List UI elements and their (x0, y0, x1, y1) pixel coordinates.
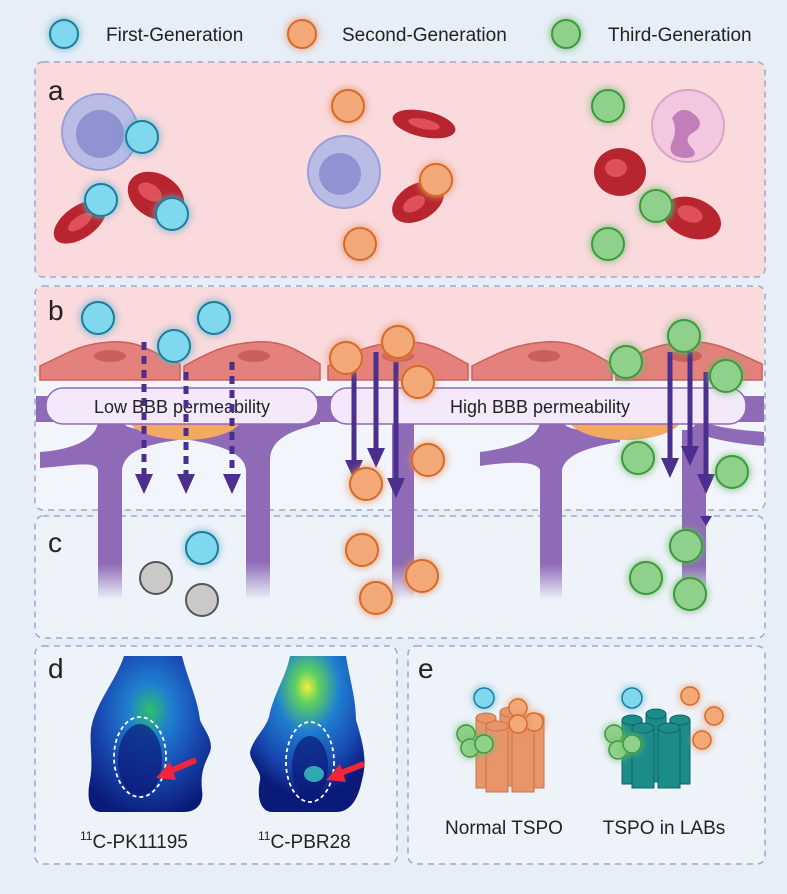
legend-third-label: Third-Generation (608, 25, 752, 46)
legend: First-Generation Second-Generation Third… (49, 19, 752, 49)
second-gen-ligand (359, 581, 393, 615)
first-gen-ligand (125, 120, 159, 154)
roi-outline (113, 716, 167, 798)
red-blood-cell (594, 148, 646, 196)
third-gen-ligand (622, 734, 642, 754)
first-gen-ligand (197, 301, 231, 335)
red-blood-cell (662, 196, 722, 240)
second-gen-ligand (508, 714, 528, 734)
high-permeability-label: High BBB permeability (450, 397, 630, 417)
first-gen-ligand (81, 301, 115, 335)
second-gen-ligand (405, 559, 439, 593)
third-gen-ligand (629, 561, 663, 595)
panel-a-label: a (48, 75, 64, 106)
second-gen-ligand (343, 227, 377, 261)
panel-a: a (34, 61, 766, 278)
legend-second-marker (287, 19, 317, 49)
red-arrowhead (156, 762, 176, 780)
arrowheads-second (345, 448, 405, 498)
high-permeability-box: High BBB permeability (329, 387, 747, 425)
third-gen-ligand (673, 577, 707, 611)
low-permeability-box: Low BBB permeability (45, 387, 319, 425)
tspo-labs-label: TSPO in LABs (603, 818, 726, 839)
second-gen-ligand (349, 467, 383, 501)
panel-c-label: c (48, 527, 62, 558)
second-gen-ligand (692, 730, 712, 750)
panel-d-label: d (48, 653, 64, 684)
transport-arrows-second (351, 352, 399, 480)
legend-first-label: First-Generation (106, 25, 243, 46)
tspo-normal-cluster (456, 687, 545, 793)
second-gen-ligand (411, 443, 445, 477)
third-gen-ligand (474, 734, 494, 754)
legend-third-marker (551, 19, 581, 49)
tracer-name-pk11195: C-PK11195 (92, 832, 187, 853)
tspo-normal-label: Normal TSPO (445, 818, 563, 839)
blocked-arrowheads (135, 474, 241, 494)
panel-e: e (407, 645, 766, 865)
roi-outline (285, 721, 335, 803)
second-gen-ligand (345, 533, 379, 567)
first-gen-ligand (621, 687, 643, 709)
pet-scan-pbr28 (250, 656, 366, 812)
second-gen-ligand (680, 686, 700, 706)
panel-e-label: e (418, 653, 434, 684)
first-gen-ligand (157, 329, 191, 363)
blocked-transport-arrows (141, 342, 235, 478)
isotope-superscript: 11 (80, 829, 93, 843)
panel-b-label: b (48, 295, 64, 326)
third-gen-ligand (591, 89, 625, 123)
low-permeability-label: Low BBB permeability (94, 397, 270, 417)
lymphocyte-cell (307, 135, 381, 209)
second-gen-ligand (704, 706, 724, 726)
second-gen-ligand (329, 341, 363, 375)
pet-label-pk11195: 11C-PK11195 (80, 829, 188, 853)
first-gen-ligand (84, 183, 118, 217)
isotope-superscript: 11 (258, 829, 271, 843)
tspo-labs-cluster (604, 686, 724, 789)
third-gen-ligand (709, 359, 743, 393)
red-arrow (166, 757, 198, 775)
tracer-name-pbr28: C-PBR28 (270, 832, 350, 853)
first-gen-ligand (473, 687, 495, 709)
inactive-ligand (185, 583, 219, 617)
red-arrowhead (326, 764, 346, 782)
third-gen-ligand (621, 441, 655, 475)
legend-first-marker (49, 19, 79, 49)
second-gen-ligand (419, 163, 453, 197)
arrowheads-third (661, 446, 715, 526)
pet-scan-pk11195 (88, 656, 211, 812)
transport-arrows-third (667, 352, 709, 476)
pet-label-pbr28: 11C-PBR28 (258, 829, 351, 853)
third-gen-ligand (604, 724, 624, 744)
legend-second-label: Second-Generation (342, 25, 507, 46)
third-gen-ligand (591, 227, 625, 261)
third-gen-ligand (669, 529, 703, 563)
inactive-ligand (139, 561, 173, 595)
panel-d: d 11C-PK11195 11C-PBR28 (34, 645, 398, 865)
lymphocyte-cell (61, 93, 139, 171)
second-gen-ligand (524, 712, 544, 732)
third-gen-ligand (639, 189, 673, 223)
third-gen-ligand (715, 455, 749, 489)
second-gen-ligand (331, 89, 365, 123)
second-gen-ligand (381, 325, 415, 359)
third-gen-ligand (667, 319, 701, 353)
third-gen-ligand (609, 345, 643, 379)
first-gen-ligand (155, 197, 189, 231)
second-gen-ligand (401, 365, 435, 399)
neutrophil-cell (651, 89, 725, 163)
red-blood-cell (392, 109, 456, 139)
first-gen-ligand (185, 531, 219, 565)
